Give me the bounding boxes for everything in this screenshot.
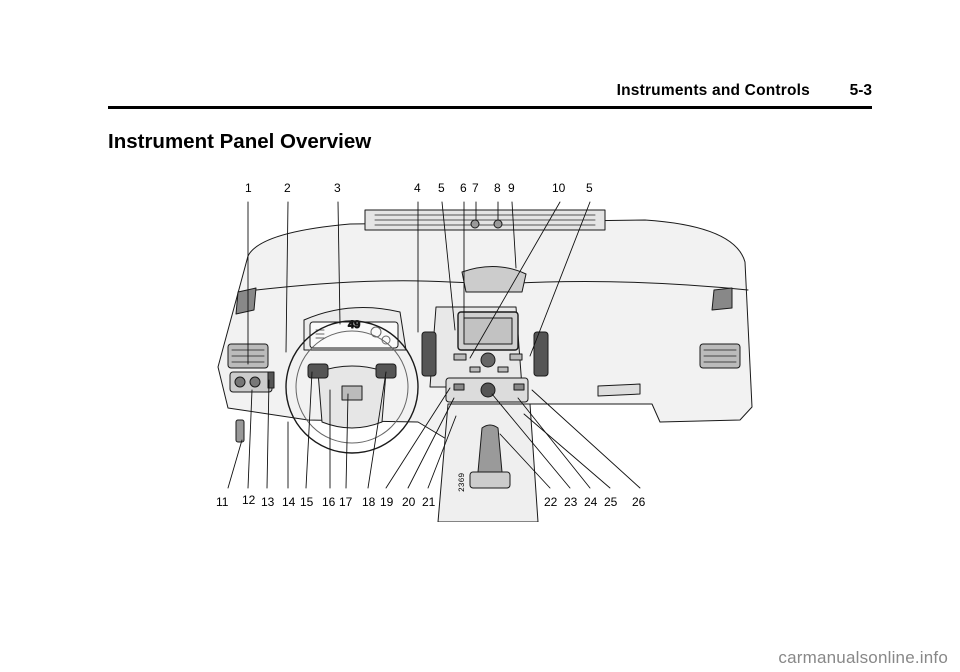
callout-26: 26 — [632, 495, 646, 509]
dimmer-switch — [267, 371, 275, 389]
callout-17: 17 — [339, 495, 353, 509]
callout-19: 19 — [380, 495, 394, 509]
instrument-panel-drawing: 49 — [216, 181, 753, 522]
callout-22: 22 — [544, 495, 558, 509]
hood-release — [235, 419, 245, 443]
callout-1: 1 — [245, 181, 252, 195]
callout-25: 25 — [604, 495, 618, 509]
instrument-panel-illustration: 49 — [200, 172, 760, 522]
shift-lever — [477, 424, 503, 476]
running-header: Instruments and Controls 5-3 — [108, 82, 872, 109]
watermark: carmanualsonline.info — [778, 648, 948, 667]
callout-24: 24 — [584, 495, 598, 509]
callout-7: 7 — [472, 181, 479, 195]
callout-13: 13 — [261, 495, 275, 509]
center-vent-right — [533, 331, 549, 377]
callout-4: 4 — [414, 181, 421, 195]
section-name: Instruments and Controls — [616, 82, 810, 99]
callout-10: 10 — [552, 181, 566, 195]
callout-15: 15 — [300, 495, 314, 509]
right-side-vent — [711, 287, 733, 311]
page-number: 5-3 — [849, 82, 872, 99]
callout-2: 2 — [284, 181, 291, 195]
instrument-cluster — [309, 321, 399, 349]
callout-9: 9 — [508, 181, 515, 195]
climate-knob — [480, 382, 496, 398]
callout-12: 12 — [242, 493, 256, 507]
callout-14: 14 — [282, 495, 296, 509]
rearview-mirror-mount — [461, 265, 527, 293]
callout-5: 5 — [438, 181, 445, 195]
sensor-right — [493, 219, 503, 229]
callout-23: 23 — [564, 495, 578, 509]
left-side-vent — [235, 287, 257, 315]
callout-18: 18 — [362, 495, 376, 509]
page-title: Instrument Panel Overview — [108, 130, 372, 153]
callout-21: 21 — [422, 495, 436, 509]
center-vent-left — [421, 331, 437, 377]
steering-wheel — [285, 320, 419, 454]
callout-8: 8 — [494, 181, 501, 195]
figure-code: 2369 — [458, 473, 467, 492]
glovebox-handle — [597, 383, 641, 397]
callout-20: 20 — [402, 495, 416, 509]
center-knob — [480, 352, 496, 368]
callout-16: 16 — [322, 495, 336, 509]
callout-11: 11 — [216, 495, 229, 509]
callout-3: 3 — [334, 181, 341, 195]
sensor-left — [470, 219, 480, 229]
callout-6: 6 — [460, 181, 467, 195]
callout-5-right: 5 — [586, 181, 593, 195]
